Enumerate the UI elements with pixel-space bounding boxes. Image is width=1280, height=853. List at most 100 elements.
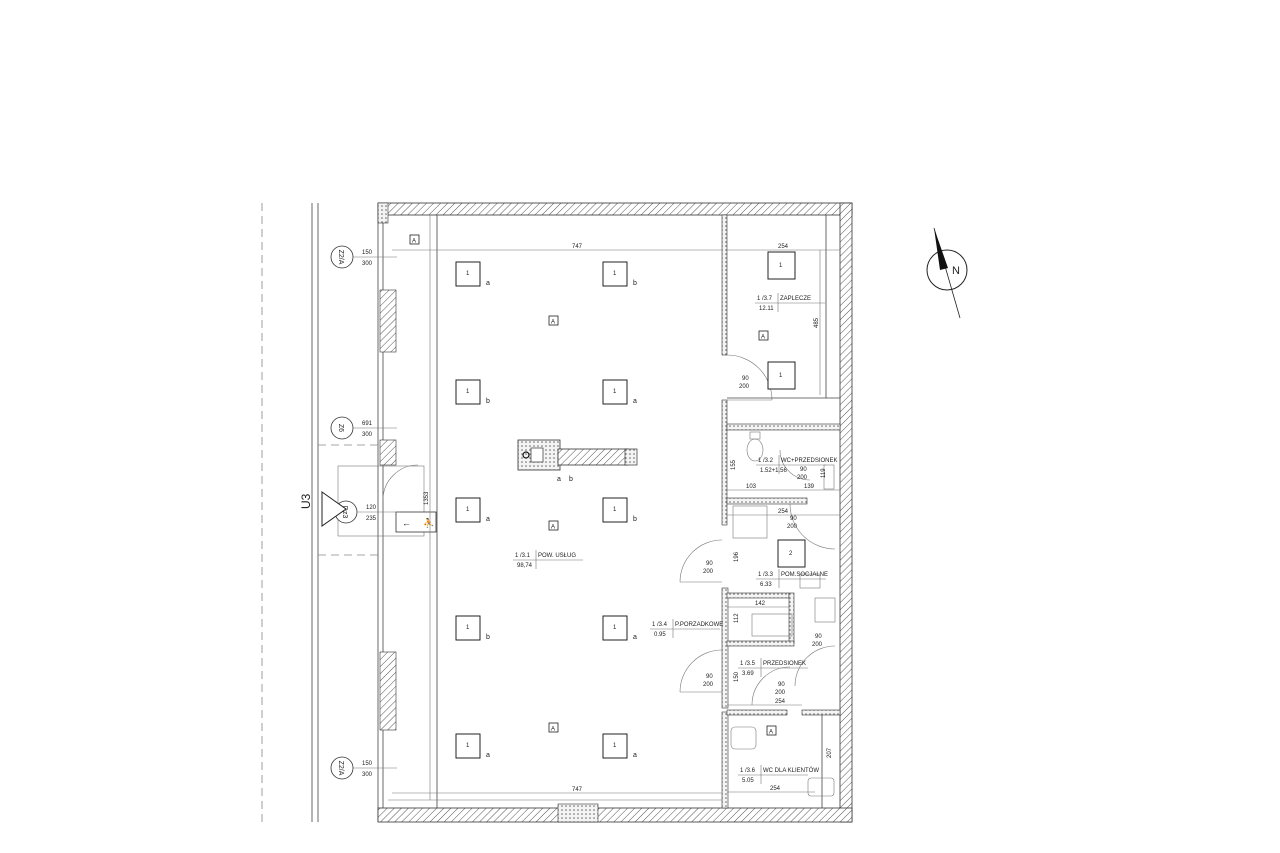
finish-marker	[548, 520, 559, 531]
finish-marker-label: A	[761, 335, 765, 341]
dim-zaplecze-height: 485	[814, 317, 820, 328]
finish-marker-label: A	[551, 525, 555, 531]
finish-marker-label: A	[551, 727, 555, 733]
chimney: a b	[517, 439, 638, 483]
door-width: 90	[706, 561, 713, 567]
column	[455, 379, 481, 405]
room-label: 1 /3.2 WC+PRZEDSIONEK 1.52+1.56	[756, 455, 838, 474]
axis-marker: U3	[299, 491, 347, 527]
door-width: 90	[790, 516, 797, 522]
opening-width: 150	[362, 761, 373, 767]
column	[602, 733, 628, 759]
column-side-label: b	[486, 634, 490, 641]
column	[602, 497, 628, 523]
room-area: 3.69	[742, 671, 754, 677]
room-number: 1 /3.2	[758, 458, 774, 464]
room-number: 1 /3.7	[757, 296, 773, 302]
opening-height: 300	[362, 432, 373, 438]
column-side-label: a	[633, 752, 637, 759]
column	[602, 261, 628, 287]
door-height: 200	[739, 384, 750, 390]
column-side-label: a	[486, 516, 490, 523]
finish-marker	[548, 315, 559, 326]
column-label: 1	[613, 389, 617, 395]
exit-arrow-icon: ←	[402, 518, 411, 528]
shower-icon	[814, 597, 836, 623]
dimension-labels: 747 747 1353 254 485 155 103 139 119 254…	[424, 244, 833, 793]
dim-wc-h2: 119	[821, 468, 827, 478]
dim-wc-height: 155	[731, 459, 737, 470]
dim-przedsionek-height: 150	[734, 671, 740, 682]
opening-tag-label: Z2/A	[337, 250, 344, 265]
column	[777, 539, 806, 568]
fixtures	[730, 431, 836, 797]
finish-marker-label: A	[769, 730, 773, 736]
opening-tag-label: Z6	[337, 424, 344, 432]
door-width: 90	[815, 634, 822, 640]
finish-marker-label: A	[551, 320, 555, 326]
opening-tag-label: Dz3	[341, 506, 348, 519]
north-label: N	[952, 265, 960, 277]
column-side-label: b	[633, 280, 637, 287]
column	[767, 251, 796, 280]
room-name: WC+PRZEDSIONEK	[781, 458, 838, 464]
column-side-label: a	[633, 398, 637, 405]
door-height: 200	[787, 524, 798, 530]
room-number: 1 /3.5	[740, 661, 756, 667]
room-name: POW. USŁUG	[538, 553, 576, 559]
dim-wc-w2: 139	[804, 484, 815, 490]
column-label: 2	[789, 551, 793, 557]
room-area: 0.95	[654, 632, 666, 638]
door-width: 90	[800, 467, 807, 473]
room-number: 1 /3.4	[652, 622, 668, 628]
door-width: 90	[778, 682, 785, 688]
dim-wc-w1: 103	[746, 484, 757, 490]
room-number: 1 /3.1	[515, 553, 531, 559]
dim-porzadkowe-width: 142	[755, 601, 766, 607]
column-label: 1	[613, 625, 617, 631]
door-height: 200	[703, 682, 714, 688]
col-side-label: b	[569, 476, 573, 483]
dim-main-top: 747	[572, 244, 583, 250]
room-name: WC DLA KLIENTÓW	[763, 767, 819, 774]
dim-socjalne-width: 254	[778, 509, 789, 515]
room-name: P.PORZADKOWE	[675, 622, 723, 628]
door-height: 200	[703, 569, 714, 575]
door-swings	[382, 354, 836, 706]
finish-marker	[409, 234, 420, 245]
column	[602, 615, 628, 641]
washbasin-icon	[730, 726, 757, 750]
room-label: 1 /3.6 WC DLA KLIENTÓW 5.05	[738, 765, 819, 784]
room-label: 1 /3.4 P.PORZADKOWE 0.95	[650, 619, 723, 638]
room-number: 1 /3.3	[758, 572, 774, 578]
toilet-tank-icon	[749, 431, 761, 440]
column-side-label: a	[633, 634, 637, 641]
column	[455, 261, 481, 287]
dimension-lines	[392, 215, 840, 800]
column-label: 1	[613, 507, 617, 513]
column-side-label: b	[486, 398, 490, 405]
finish-marker	[758, 330, 769, 341]
room-area: 98,74	[517, 563, 533, 569]
column	[455, 615, 481, 641]
column-label: 1	[613, 271, 617, 277]
column-side-label: a	[486, 752, 490, 759]
column-label: 1	[613, 743, 617, 749]
column	[455, 733, 481, 759]
toilet-icon	[807, 777, 835, 797]
dim-przedsionek-width: 254	[775, 699, 786, 705]
column	[602, 379, 628, 405]
room-area: 1.52+1.56	[760, 468, 788, 474]
opening-tag-label: Z2/A	[337, 761, 344, 776]
column-side-label: b	[633, 516, 637, 523]
opening-height: 235	[366, 516, 377, 522]
door-height: 200	[775, 690, 786, 696]
column-label: 1	[466, 389, 470, 395]
room-area: 5.05	[742, 778, 754, 784]
room-number: 1 /3.6	[740, 768, 756, 774]
